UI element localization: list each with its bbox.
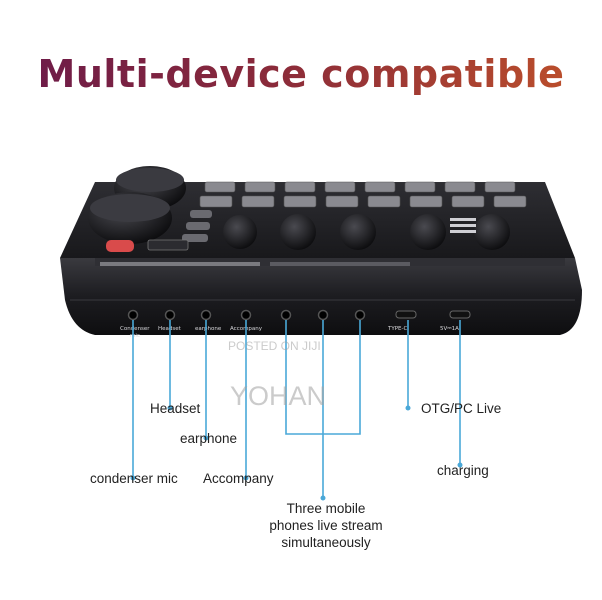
three-mobile-line-2: phones live stream bbox=[269, 518, 383, 533]
led-strip-icon bbox=[100, 262, 410, 266]
port-label-condenser: Condenser bbox=[120, 326, 150, 332]
red-button-icon bbox=[106, 240, 134, 252]
svg-text:TYPE-C: TYPE-C bbox=[387, 326, 407, 332]
callout-headset: Headset bbox=[150, 401, 201, 416]
three-mobile-line-3: simultaneously bbox=[281, 535, 371, 550]
callout-lines bbox=[132, 320, 461, 498]
volume-knob-icon bbox=[223, 214, 510, 250]
main-knob-icon bbox=[88, 166, 186, 244]
callout-accompany: Accompany bbox=[203, 471, 274, 486]
callout-otg: OTG/PC Live bbox=[421, 401, 502, 416]
watermark-posted: POSTED ON JIJI bbox=[228, 339, 321, 353]
callout-three-mobile: Three mobile phones live stream simultan… bbox=[258, 500, 394, 551]
headline: Multi-device compatible bbox=[0, 52, 602, 96]
svg-text:earphone: earphone bbox=[195, 326, 222, 332]
button-grid-icon bbox=[199, 181, 527, 208]
callout-earphone: earphone bbox=[180, 431, 238, 446]
watermark-name: YOHAN bbox=[230, 381, 327, 411]
usb-port-icon bbox=[395, 310, 471, 319]
audio-jack-icon bbox=[127, 309, 366, 321]
svg-text:5V⎓1A: 5V⎓1A bbox=[440, 326, 459, 332]
callout-charging: charging bbox=[437, 463, 489, 478]
svg-text:mic: mic bbox=[130, 333, 140, 339]
callout-condenser-mic: condenser mic bbox=[90, 471, 178, 486]
small-buttons-icon bbox=[182, 210, 212, 242]
device-front-panel bbox=[60, 258, 582, 335]
three-mobile-line-1: Three mobile bbox=[286, 501, 366, 516]
